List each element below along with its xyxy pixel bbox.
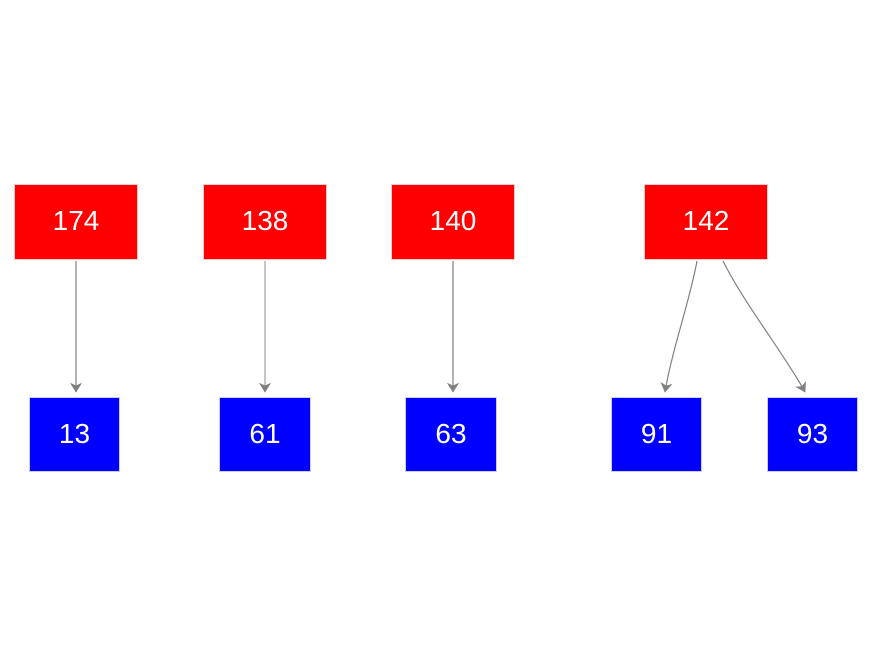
edge-142-93 [722, 260, 806, 393]
node-61[interactable]: 61 [219, 397, 311, 472]
node-label: 63 [435, 417, 467, 449]
edge-142-91 [660, 260, 698, 393]
node-label: 174 [52, 205, 100, 236]
node-label: 61 [249, 417, 281, 449]
node-142[interactable]: 142 [644, 184, 768, 260]
node-174[interactable]: 174 [14, 184, 138, 260]
node-label: 91 [640, 417, 673, 449]
node-label: 93 [796, 417, 829, 449]
node-138[interactable]: 138 [203, 184, 327, 260]
node-93[interactable]: 93 [767, 397, 858, 472]
node-label: 140 [429, 205, 477, 236]
node-label: 138 [241, 205, 289, 236]
node-label: 142 [682, 205, 730, 236]
node-140[interactable]: 140 [391, 184, 515, 260]
node-13[interactable]: 13 [29, 397, 120, 472]
node-91[interactable]: 91 [611, 397, 702, 472]
node-label: 13 [58, 417, 91, 449]
node-63[interactable]: 63 [405, 397, 497, 472]
